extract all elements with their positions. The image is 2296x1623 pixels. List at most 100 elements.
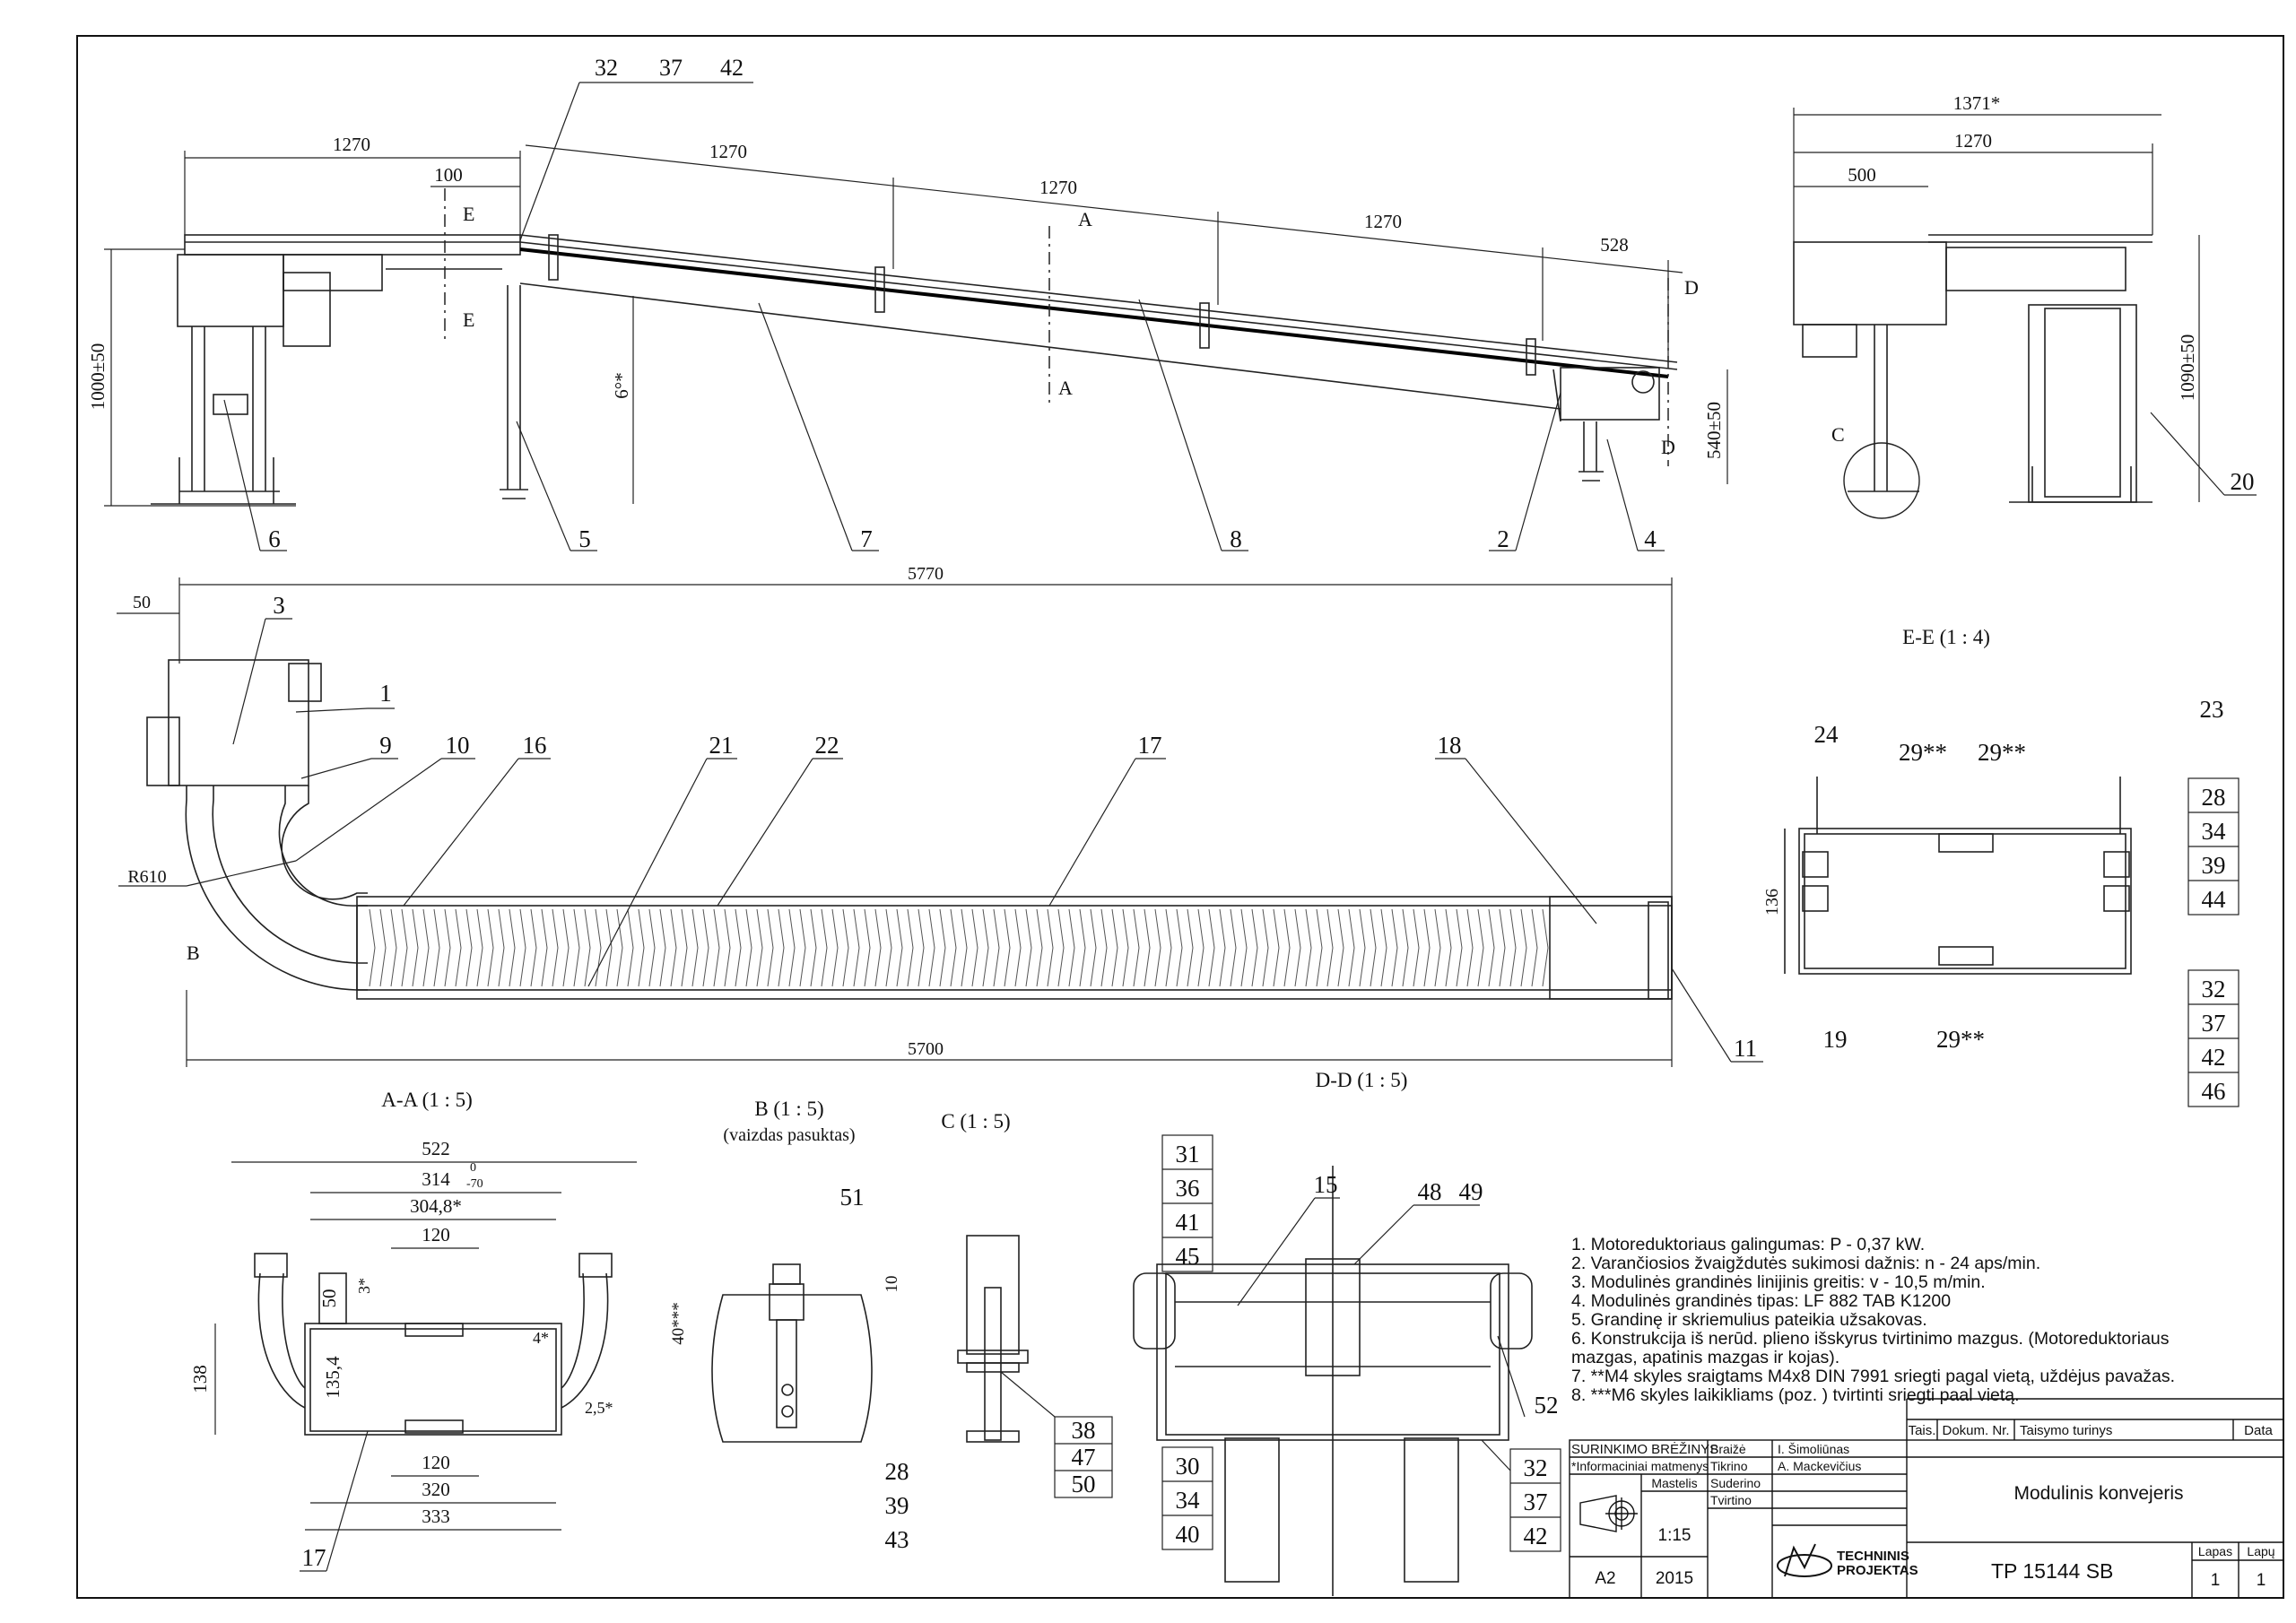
aa-callout-17: 17 [302,1544,326,1571]
view-markers: A A D D E E C B [187,188,1845,964]
chain-module [1348,908,1355,987]
chain-module [433,908,440,987]
chain-module [498,908,505,987]
note-line: 5. Grandinę ir skriemulius pateikia užsa… [1571,1310,1927,1330]
detail-mark-c: C [1831,423,1845,446]
aa-dim-4: 4* [533,1329,549,1347]
b-dim-10: 10 [883,1276,901,1293]
chain-module [767,908,774,987]
dim-500: 500 [1848,164,1876,186]
dim-1270-incline-2: 1270 [1039,177,1077,198]
chain-module [1111,908,1118,987]
dim-1270-end: 1270 [1954,130,1992,152]
note-line: 2. Varančiosios žvaigždutės sukimosi daž… [1571,1254,2041,1273]
chain-module [928,908,935,987]
technical-notes: 1. Motoreduktoriaus galingumas: P - 0,37… [1571,1236,2280,1405]
section-dd: D-D (1 : 5) 31 36 [1133,1069,1561,1596]
ee-label-29b: 29** [1978,739,2026,766]
chain-module [939,908,946,987]
chain-module [1326,908,1334,987]
plan-view [146,659,1673,1000]
tb-doc-no: TP 15144 SB [1991,1559,2113,1583]
chain-module [1531,908,1538,987]
chain-module [864,908,871,987]
dd-label-48: 48 [1418,1178,1442,1205]
callout-6: 6 [268,525,281,552]
ee-stack-32: 32 [2202,976,2226,1002]
aa-dim-3: 3* [355,1278,373,1294]
chain-module [1391,908,1398,987]
dd-stack-41: 41 [1176,1209,1200,1236]
side-callouts: 6 5 7 8 2 4 20 [223,299,2257,552]
tb-name-tikrino: A. Mackevičius [1778,1459,1861,1473]
chain-module [681,908,688,987]
dim-50: 50 [133,593,151,612]
section-mark-a-top: A [1078,208,1092,230]
dd-stack-40: 40 [1176,1521,1200,1548]
chain-module [885,908,892,987]
tb-company-line1: TECHNINIS [1837,1549,1909,1564]
tb-header-data: Data [2244,1423,2273,1438]
ee-stack-42: 42 [2202,1044,2226,1071]
dim-1270-incline-3: 1270 [1364,211,1402,232]
side-balloon-group: 32 37 42 [519,55,753,241]
callout-8: 8 [1230,525,1242,552]
tb-name-braize: I. Šimoliūnas [1778,1442,1849,1456]
detail-mark-b: B [187,942,200,964]
aa-dim-320: 320 [422,1479,450,1500]
chain-module [605,908,613,987]
aa-dim-333: 333 [422,1506,450,1527]
section-aa-title: A-A (1 : 5) [381,1089,473,1111]
tb-role-tikrino: Tikrino [1710,1459,1748,1473]
dim-5700: 5700 [908,1039,944,1059]
chain-module [1509,908,1517,987]
balloon-42: 42 [720,55,744,81]
tb-scale: 1:15 [1658,1526,1692,1545]
dim-5770: 5770 [908,564,944,584]
section-mark-a-bottom: A [1058,377,1073,399]
chain-module [961,908,968,987]
chain-module [1240,908,1248,987]
plan-chain-teeth [369,908,1549,987]
chain-module [713,908,720,987]
aa-dim-120-bottom: 120 [422,1452,450,1473]
aa-dim-304-8: 304,8* [410,1195,462,1217]
chain-module [1187,908,1194,987]
section-b-title: B (1 : 5) [754,1098,823,1120]
chain-module [1165,908,1172,987]
chain-module [1273,908,1280,987]
plan-dimensions [117,577,1673,1067]
tb-kind: SURINKIMO BRĖŽINYS [1571,1441,1718,1457]
chain-module [1316,908,1323,987]
balloon-37: 37 [659,55,683,81]
aa-dim-522: 522 [422,1138,450,1159]
callout-17: 17 [1138,732,1162,759]
ee-stack-28: 28 [2202,784,2226,811]
chain-module [1380,908,1387,987]
chain-module [562,908,570,987]
section-b-subtitle: (vaizdas pasuktas) [723,1125,855,1145]
dim-r610: R610 [127,867,166,887]
dim-528: 528 [1600,234,1629,256]
chain-module [1230,908,1237,987]
chain-module [670,908,677,987]
ee-stack-44: 44 [2202,886,2227,913]
dd-stack-37: 37 [1524,1488,1548,1515]
chain-module [509,908,516,987]
chain-module [412,908,419,987]
chain-module [1413,908,1420,987]
dim-6deg: 6°* [611,372,632,398]
chain-module [1477,908,1484,987]
ee-stack-34: 34 [2202,818,2227,845]
dd-stack-34: 34 [1176,1487,1201,1514]
tb-role-tvirtino: Tvirtino [1710,1493,1752,1507]
section-mark-e-bottom: E [463,308,474,331]
chain-module [465,908,473,987]
chain-module [1251,908,1258,987]
dim-540: 540±50 [1703,402,1725,459]
chain-module [1090,908,1097,987]
note-line: 6. Konstrukcija iš nerūd. plieno išskyru… [1571,1329,2170,1349]
chain-module [1004,908,1011,987]
section-ee-dim-136: 136 [1762,889,1782,916]
